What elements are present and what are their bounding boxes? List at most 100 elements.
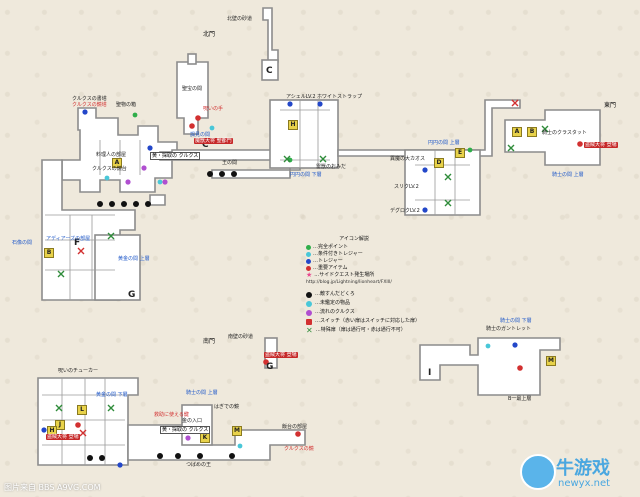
label-glass: はぎでの鏡 — [214, 404, 240, 410]
label-golden-lower: 黄金の間 下層 — [96, 392, 128, 398]
label-dark-lord: 異魔の大カオス — [390, 156, 426, 162]
label-kaminari: 雷獣のおみだ — [316, 164, 347, 170]
east-corridor — [337, 99, 521, 157]
marker-a-west: A — [112, 158, 122, 168]
label-east-lower2: 騎士の間 下層 — [500, 318, 532, 324]
important-markers — [75, 115, 583, 437]
label-kitchen: 料理人の部屋 — [96, 152, 127, 158]
skull-icon — [306, 291, 312, 298]
cyan-dot-icon — [306, 252, 311, 257]
boss-tag-east: 盗賊大将 登場 — [584, 142, 618, 148]
marker-m: M — [232, 426, 242, 436]
label-kurukus-south: クルクスの鏡 — [284, 446, 314, 452]
legend2-switch: …スイッチ（赤い扉はスイッチに対応した扉） — [306, 317, 420, 326]
legend2-door: ✕…特殊扉（扉は通行可・赤は通行不可） — [306, 325, 406, 335]
legend-item-important: …重要アイテム — [306, 265, 402, 272]
purple-dot-icon — [306, 309, 312, 316]
marker-i: I — [428, 368, 432, 378]
label-kurukus-key-2: クルクスの鏡塔 — [72, 102, 107, 108]
legend2-skull: …敵すんだどくろ — [306, 290, 420, 299]
marker-l: L — [77, 405, 87, 415]
corridors — [37, 7, 601, 466]
boss-tag-sanctuary: 魔獣大将 聖都門 — [194, 138, 233, 144]
boss-tag-south-west: 盗賊大将 登場 — [46, 434, 80, 440]
switch-icon — [306, 318, 312, 325]
label-east-cross: 騎士のクラスタット — [542, 130, 587, 136]
label-drain: つばめの王 — [186, 462, 212, 468]
marker-d: D — [434, 158, 444, 168]
marker-c: C — [202, 140, 209, 150]
legend-title: アイコン解説 — [339, 236, 369, 242]
label-east-down: 騎士の間 上層 — [552, 172, 584, 178]
south-gate-label: 南門 — [203, 338, 216, 345]
south-west-wing — [37, 377, 139, 466]
icon-legend-2: …敵すんだどくろ …未鑑定の物品 …流れのクルクス …スイッチ（赤い扉はスイッチ… — [306, 290, 420, 335]
boss-tag-south-gate: 盗賊大将 登場 — [264, 352, 298, 358]
green-dot-icon — [306, 245, 311, 250]
middle-complex — [269, 99, 339, 169]
label-gold-upper: 黄金の間 上層 — [118, 256, 150, 262]
label-knight-upper: 騎士の間 上層 — [186, 390, 218, 396]
label-throne: 王の間 — [222, 160, 238, 166]
label-entrance: 金の入口 — [182, 418, 203, 424]
gate-tag-west: 黄・採取の クルクス — [150, 152, 201, 160]
label-elevator: 石像の間 — [12, 240, 33, 246]
watermark: 图片来自 BBS A9VG.COM — [4, 483, 101, 492]
cross-icon: ✕ — [306, 325, 313, 335]
marker-g: G — [128, 290, 136, 300]
sanctuary-tower — [176, 61, 209, 135]
label-b-sp: B一最上層 — [508, 396, 532, 402]
label-reception: 謁見の間 — [190, 132, 211, 138]
sidequest-markers — [125, 165, 191, 441]
blue-dot-icon — [306, 259, 311, 264]
legend2-kurukus: …流れのクルクス — [306, 308, 420, 317]
label-east-lower: 騎士のガントレット — [486, 326, 532, 332]
label-rescue: 救助に使える鍵 — [154, 412, 189, 418]
north-gate-label: 北門 — [203, 31, 216, 38]
label-sanctuary: 聖宝の間 — [182, 86, 203, 92]
marker-g-south: G — [266, 362, 274, 372]
label-curse-hand: 呪いの手 — [203, 106, 224, 112]
label-meal-room: 飯台の部屋 — [282, 424, 308, 430]
label-corridor-down: 円円の間 下層 — [290, 172, 322, 178]
marker-e: E — [455, 148, 465, 158]
east-lower-room — [419, 337, 561, 396]
door-markers — [55, 125, 549, 412]
marker-a-east: A — [512, 127, 522, 137]
west-upper-wing — [61, 107, 178, 193]
legend-item-conditional: …条件付きトレジャー — [306, 251, 402, 258]
sanctuary-top — [187, 53, 197, 65]
legend-item-treasure: …トレジャー — [306, 258, 402, 265]
label-sleep: スリクLV.2 — [394, 184, 419, 190]
south-corridor — [127, 424, 306, 461]
label-adiaz: アディアーズの部屋 — [46, 236, 91, 242]
small-link — [149, 194, 166, 206]
mascot-icon — [520, 454, 556, 490]
label-kurukus-key: クルクスの書塔 — [72, 96, 107, 102]
marker-b-west: B — [44, 248, 54, 258]
north-room-c — [261, 59, 279, 81]
label-dequest: デグロクLV.2 — [390, 208, 420, 214]
label-hidden-treasure: 聖物の箱 — [116, 102, 137, 108]
legend-item-point: …完全ポイント — [306, 244, 402, 251]
west-room-g — [94, 234, 141, 301]
far-east-room — [504, 109, 601, 166]
cyan-markers — [104, 125, 491, 449]
marker-f: F — [74, 238, 81, 248]
marker-j: J — [55, 420, 65, 430]
label-south-sand: 南壁の砂道 — [228, 334, 254, 340]
locked-door-markers — [77, 99, 519, 437]
marker-h: H — [288, 120, 298, 130]
label-kurukus-mirror: クルクスの鏡台 — [92, 166, 127, 172]
icon-legend: アイコン解説 …完全ポイント …条件付きトレジャー …トレジャー …重要アイテム… — [306, 236, 402, 286]
east-gate-label: 東門 — [604, 102, 617, 109]
skull-markers — [87, 171, 237, 461]
marker-k: K — [200, 433, 210, 443]
label-ascend: アシェルLV.2 — [286, 94, 316, 100]
legend-url: http://blog.jp/Lightning/lionheart/FXIII… — [306, 280, 392, 285]
site-logo: 牛游戏 newyx.net — [518, 452, 636, 494]
legend2-unknown: …未鑑定の物品 — [306, 299, 420, 308]
label-north-sand: 北壁の砂道 — [227, 16, 253, 22]
